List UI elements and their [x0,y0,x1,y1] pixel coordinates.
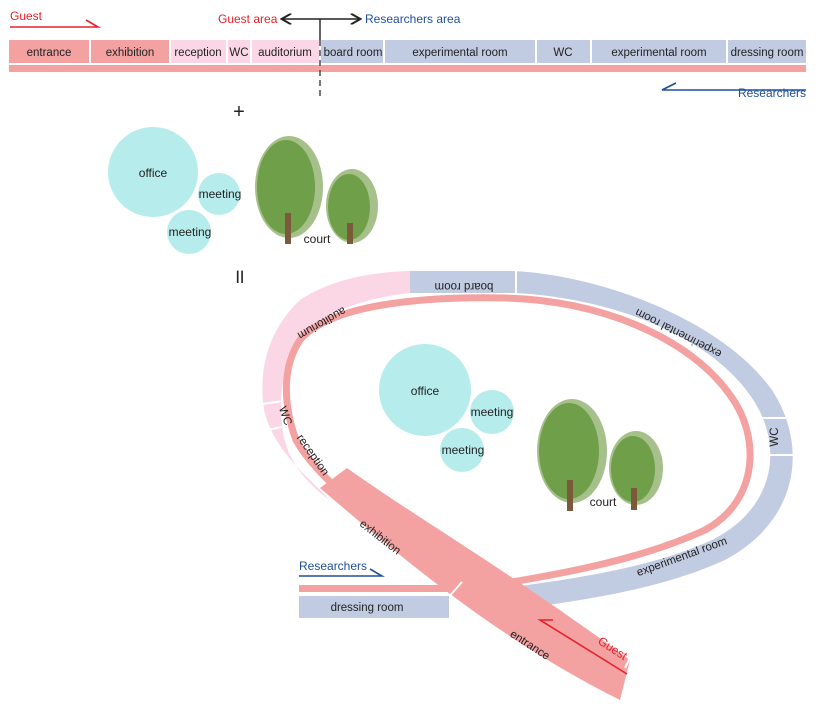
tree-icon [255,136,323,244]
researchers-area-label: Researchers area [365,12,461,26]
loop-room-label: dressing room [331,602,404,614]
loop-room-label: board room [435,280,494,292]
loop-room-label: WC [769,427,781,446]
room-label: experimental room [412,47,507,59]
loop-researchers-label: Researchers [299,559,367,573]
meeting-label: meeting [442,443,485,457]
room-label: WC [553,47,572,59]
room-exhibition [91,40,169,63]
room-reception [171,40,226,63]
room-experimental-2 [592,40,726,63]
loop-guest-diagonal [320,468,630,700]
office-label: office [139,166,168,180]
meeting-pond-2 [440,428,484,472]
loop-dressing-stub [299,596,449,618]
room-label: dressing room [731,47,804,59]
loop-corridor [282,294,754,615]
room-board-room [321,40,383,63]
corridor-strip [9,65,806,72]
tree-icon [609,431,663,510]
meeting-pond-2 [167,210,211,254]
loop-guest-light-band [262,271,410,500]
loop-researchers-arrow [299,568,385,577]
meeting-pond-1 [198,173,240,215]
court-label: court [304,232,331,246]
room-dressing [728,40,806,63]
office-label: office [411,384,440,398]
room-label: entrance [27,47,72,59]
room-wc-research [537,40,590,63]
tree-icon [326,169,378,244]
band-divider [624,657,631,669]
room-label: board room [324,47,383,59]
room-auditorium [252,40,319,63]
top-researchers-arrow [661,82,806,91]
meeting-pond-1 [470,390,514,434]
top-strip: Guest Guest area Researchers area entran… [9,9,806,100]
space-cluster: office meeting meeting court [108,127,378,254]
meeting-label: meeting [471,405,514,419]
meeting-label: meeting [199,187,242,201]
guest-area-label: Guest area [218,12,278,26]
court-label: court [590,495,617,509]
room-experimental-1 [385,40,535,63]
tree-icon [537,399,607,511]
loop-room-label: reception [294,432,331,478]
loop-dressing-corridor [299,585,449,592]
top-guest-arrow [10,19,101,28]
top-guest-label: Guest [10,9,43,23]
room-entrance [9,40,89,63]
loop-plan: office meeting meeting court auditorium … [261,270,794,700]
meeting-label: meeting [169,225,212,239]
office-pond [108,127,198,217]
room-label: reception [174,47,221,59]
top-researchers-label: Researchers [738,86,806,100]
room-wc-guest [228,40,250,63]
room-label: auditorium [258,47,312,59]
room-label: experimental room [611,47,706,59]
plus-sign: + [233,101,245,123]
equals-sign: ॥ [233,266,245,288]
office-pond [379,344,471,436]
room-label: WC [229,47,248,59]
loop-guest-arrow [537,619,628,675]
room-label: exhibition [106,47,155,59]
